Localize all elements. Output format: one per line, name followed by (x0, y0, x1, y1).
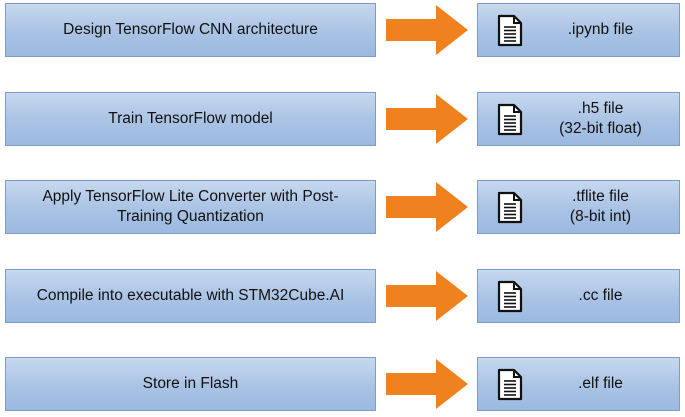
document-icon (497, 14, 523, 47)
pipeline-step-1: Design TensorFlow CNN architecture .ipyn… (0, 3, 685, 57)
document-icon (497, 191, 523, 224)
step-label: Store in Flash (142, 375, 239, 392)
step-box: Store in Flash (5, 357, 376, 411)
file-label-line: .elf file (578, 375, 623, 392)
file-label-line: .tflite file (572, 188, 629, 205)
file-box: .elf file (477, 357, 680, 411)
file-label: .h5 file (32-bit float) (526, 93, 675, 145)
file-label: .elf file (526, 358, 675, 410)
step-label: Apply TensorFlow Lite Converter with Pos… (42, 188, 339, 225)
file-label-line: .h5 file (577, 100, 624, 117)
file-box: .h5 file (32-bit float) (477, 92, 680, 146)
right-arrow-icon (386, 359, 468, 409)
file-label-line: .cc file (578, 287, 623, 304)
step-box: Design TensorFlow CNN architecture (5, 3, 376, 57)
pipeline-step-3: Apply TensorFlow Lite Converter with Pos… (0, 180, 685, 234)
right-arrow-icon (386, 94, 468, 144)
document-icon (497, 280, 523, 313)
file-label-line: .ipynb file (567, 21, 634, 38)
file-label-line: (32-bit float) (559, 120, 642, 137)
step-box: Train TensorFlow model (5, 92, 376, 146)
file-box: .tflite file (8-bit int) (477, 180, 680, 234)
step-box: Apply TensorFlow Lite Converter with Pos… (5, 180, 376, 234)
file-label-line: (8-bit int) (569, 208, 632, 225)
file-box: .ipynb file (477, 3, 680, 57)
pipeline-step-4: Compile into executable with STM32Cube.A… (0, 269, 685, 323)
file-label: .tflite file (8-bit int) (526, 181, 675, 233)
pipeline-step-5: Store in Flash .elf file (0, 357, 685, 411)
step-label: Design TensorFlow CNN architecture (63, 21, 318, 38)
document-icon (497, 103, 523, 136)
right-arrow-icon (386, 182, 468, 232)
file-label: .cc file (526, 270, 675, 322)
step-box: Compile into executable with STM32Cube.A… (5, 269, 376, 323)
step-label: Train TensorFlow model (108, 110, 273, 127)
right-arrow-icon (386, 5, 468, 55)
document-icon (497, 368, 523, 401)
right-arrow-icon (386, 271, 468, 321)
file-label: .ipynb file (526, 4, 675, 56)
step-label: Compile into executable with STM32Cube.A… (36, 287, 345, 304)
pipeline-step-2: Train TensorFlow model .h5 file (32-bit … (0, 92, 685, 146)
file-box: .cc file (477, 269, 680, 323)
